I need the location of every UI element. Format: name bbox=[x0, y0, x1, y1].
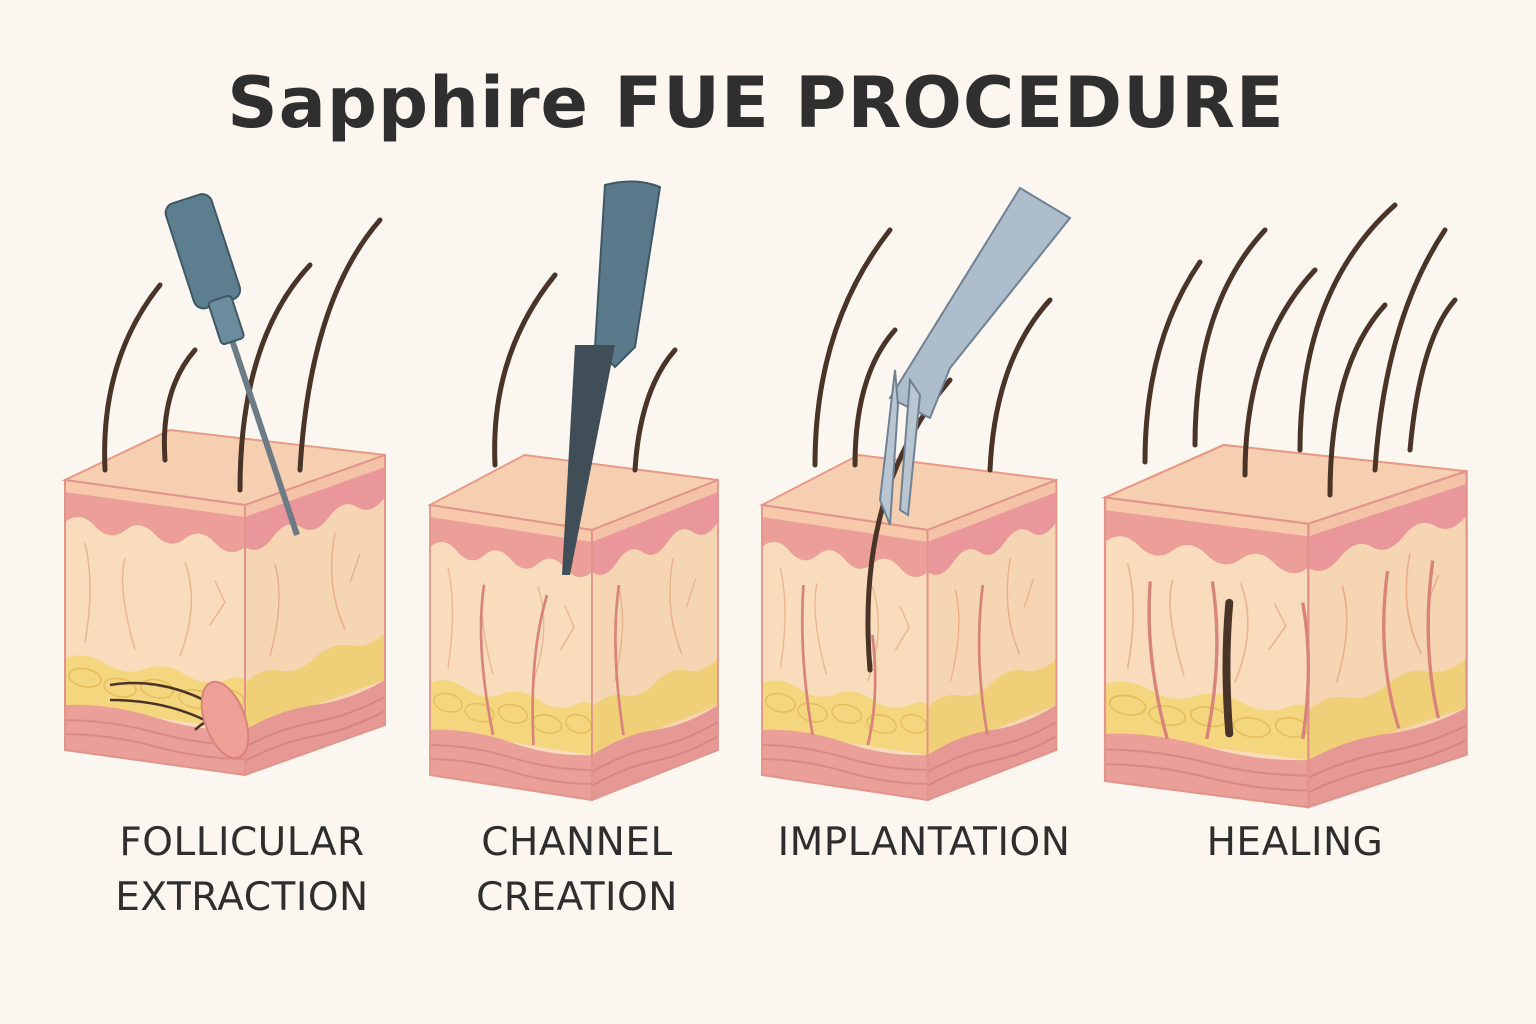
skin-block-implantation bbox=[762, 455, 1056, 800]
skin-block-channel bbox=[430, 455, 718, 800]
sapphire-blade bbox=[562, 180, 662, 575]
step-label-channel: CHANNEL CREATION bbox=[407, 815, 747, 925]
diagram-title: Sapphire FUE PROCEDURE bbox=[227, 62, 1285, 144]
label-line: FOLLICULAR bbox=[119, 820, 365, 865]
label-line: CREATION bbox=[476, 875, 678, 920]
punch-tool bbox=[164, 193, 300, 536]
hair-strands-2 bbox=[492, 272, 678, 473]
hair-strands-4 bbox=[1142, 202, 1458, 498]
label-line: IMPLANTATION bbox=[777, 820, 1071, 865]
label-line: EXTRACTION bbox=[115, 875, 369, 920]
forceps bbox=[878, 186, 1072, 526]
step-label-implantation: IMPLANTATION bbox=[734, 815, 1114, 870]
skin-block-healing bbox=[1105, 445, 1467, 807]
step-label-healing: HEALING bbox=[1125, 815, 1465, 870]
label-line: HEALING bbox=[1206, 820, 1384, 865]
skin-block-extraction bbox=[65, 430, 385, 775]
step-label-extraction: FOLLICULAR EXTRACTION bbox=[72, 815, 412, 925]
label-line: CHANNEL bbox=[481, 820, 673, 865]
hair-strands-1 bbox=[102, 217, 383, 493]
